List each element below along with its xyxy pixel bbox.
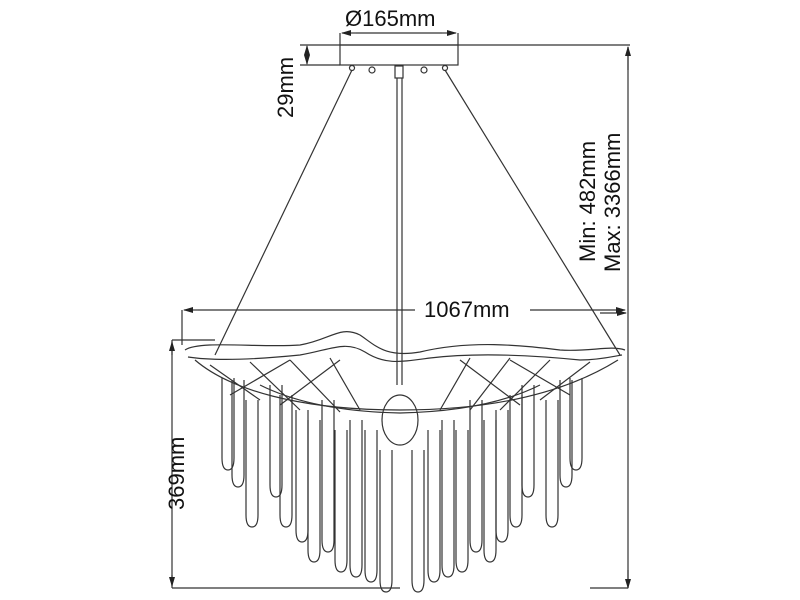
canopy	[339, 44, 459, 66]
drop-min-label: Min: 482mm	[575, 140, 600, 262]
crystal-drops	[221, 378, 583, 593]
body-height-label: 369mm	[164, 436, 189, 510]
canopy-diameter-label: Ø165mm	[345, 6, 436, 31]
overall-width-label: 1067mm	[420, 297, 514, 323]
drop-max-label: Max: 3366mm	[600, 132, 625, 272]
canopy-height-label: 29mm	[273, 56, 298, 118]
